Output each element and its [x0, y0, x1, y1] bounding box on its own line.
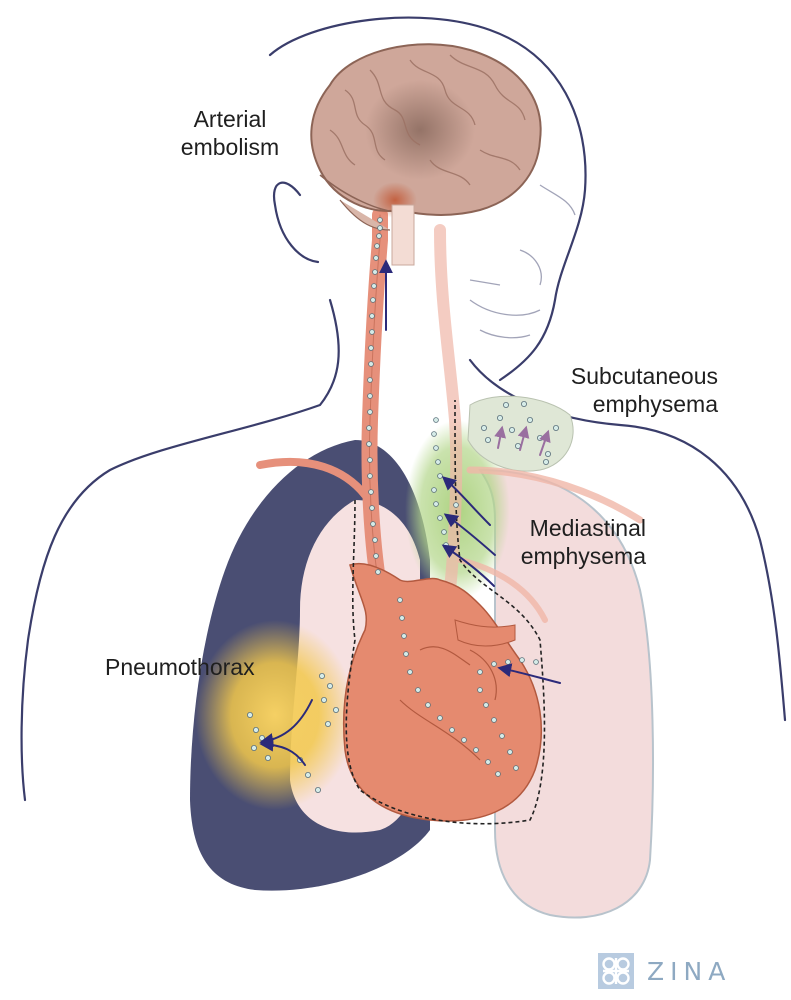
brain	[311, 44, 540, 265]
label-subcutaneous-emphysema-line2: emphysema	[540, 390, 718, 418]
label-arterial-embolism: Arterial embolism	[160, 105, 300, 161]
label-pneumothorax-text: Pneumothorax	[105, 653, 255, 681]
label-mediastinal-emphysema-line2: emphysema	[500, 542, 646, 570]
knot-icon	[597, 952, 635, 990]
label-mediastinal-emphysema-line1: Mediastinal	[500, 514, 646, 542]
label-subcutaneous-emphysema-line1: Subcutaneous	[540, 362, 718, 390]
pneumothorax-air	[195, 620, 355, 810]
label-pneumothorax: Pneumothorax	[105, 653, 255, 681]
zina-logo: ZINA	[597, 950, 731, 992]
logo-text: ZINA	[647, 957, 731, 986]
label-arterial-embolism-line2: embolism	[160, 133, 300, 161]
label-subcutaneous-emphysema: Subcutaneous emphysema	[540, 362, 718, 418]
label-mediastinal-emphysema: Mediastinal emphysema	[500, 514, 646, 570]
label-arterial-embolism-line1: Arterial	[160, 105, 300, 133]
